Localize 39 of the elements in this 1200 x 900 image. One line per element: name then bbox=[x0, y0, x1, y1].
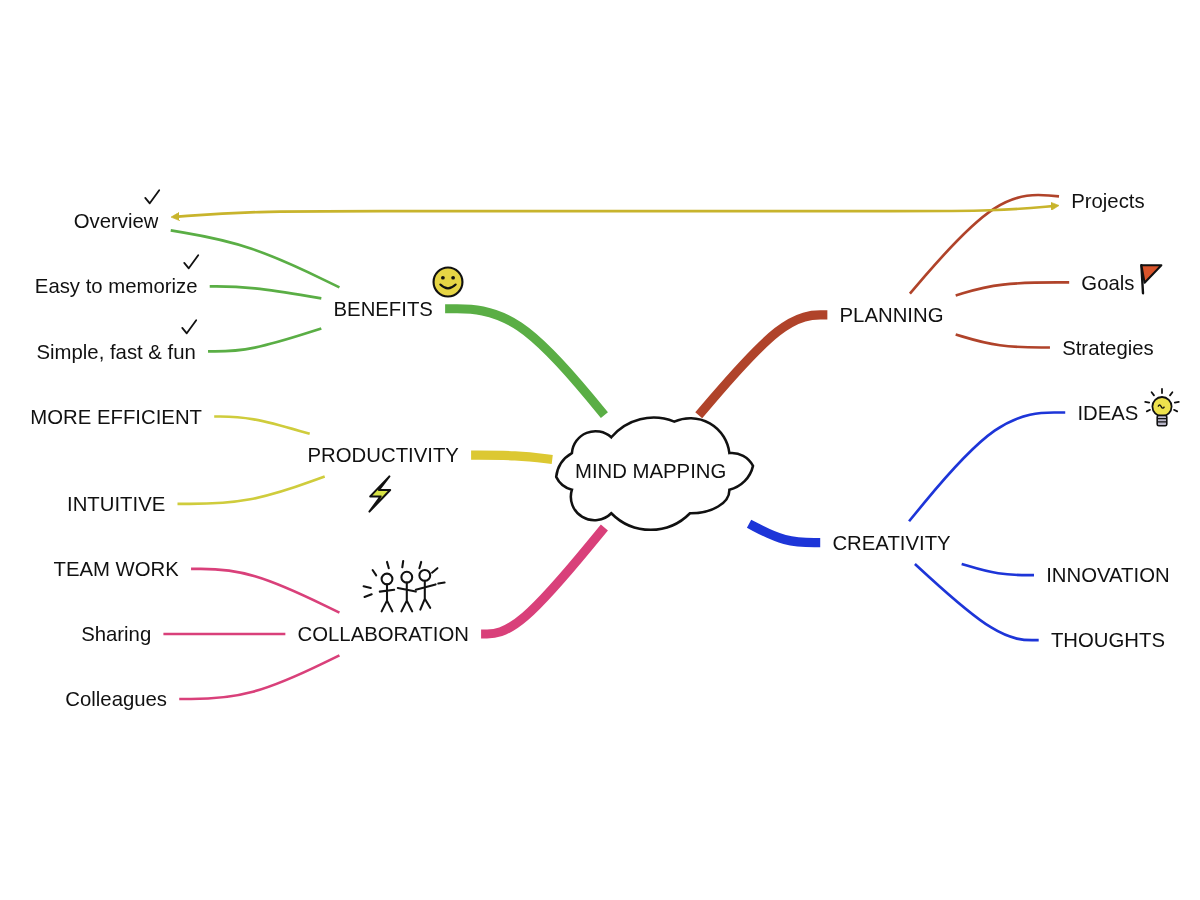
node-text: MORE EFFICIENT bbox=[30, 405, 202, 428]
node-text: Strategies bbox=[1062, 336, 1154, 359]
connector bbox=[209, 285, 322, 300]
connector bbox=[191, 567, 340, 614]
connector bbox=[471, 450, 553, 465]
connector bbox=[908, 193, 1060, 295]
connector bbox=[908, 411, 1066, 523]
node-text: Sharing bbox=[81, 622, 152, 646]
node-text: IDEAS bbox=[1077, 401, 1139, 424]
connector bbox=[214, 415, 311, 436]
arrow bbox=[170, 201, 1060, 221]
connector bbox=[208, 327, 322, 353]
connector bbox=[914, 563, 1039, 642]
connector bbox=[746, 519, 821, 548]
node-text: TEAM WORK bbox=[53, 557, 179, 581]
connector bbox=[170, 229, 340, 289]
node-text: INNOVATION bbox=[1046, 563, 1170, 587]
connector bbox=[481, 524, 608, 639]
node-text: Simple, fast & fun bbox=[36, 340, 196, 363]
connector bbox=[445, 304, 608, 419]
node-text: Colleagues bbox=[65, 687, 168, 711]
node-text: Easy to memorize bbox=[34, 275, 198, 298]
node-text: PLANNING bbox=[839, 303, 944, 327]
node-text: CREATIVITY bbox=[832, 531, 951, 554]
connector bbox=[961, 562, 1034, 577]
connector bbox=[955, 281, 1070, 297]
connector bbox=[955, 333, 1050, 349]
node-text: THOUGHTS bbox=[1050, 629, 1165, 652]
node-text: INTUITIVE bbox=[67, 492, 166, 516]
connector bbox=[179, 654, 340, 701]
connector bbox=[695, 310, 828, 419]
node-text: BENEFITS bbox=[333, 297, 433, 320]
connector bbox=[177, 475, 326, 506]
node-text: Goals bbox=[1081, 271, 1135, 294]
node-text: Overview bbox=[73, 210, 159, 233]
connector bbox=[163, 632, 286, 636]
node-text: PRODUCTIVITY bbox=[307, 444, 459, 467]
node-text: Projects bbox=[1071, 189, 1145, 213]
node-text: COLLABORATION bbox=[297, 622, 469, 646]
